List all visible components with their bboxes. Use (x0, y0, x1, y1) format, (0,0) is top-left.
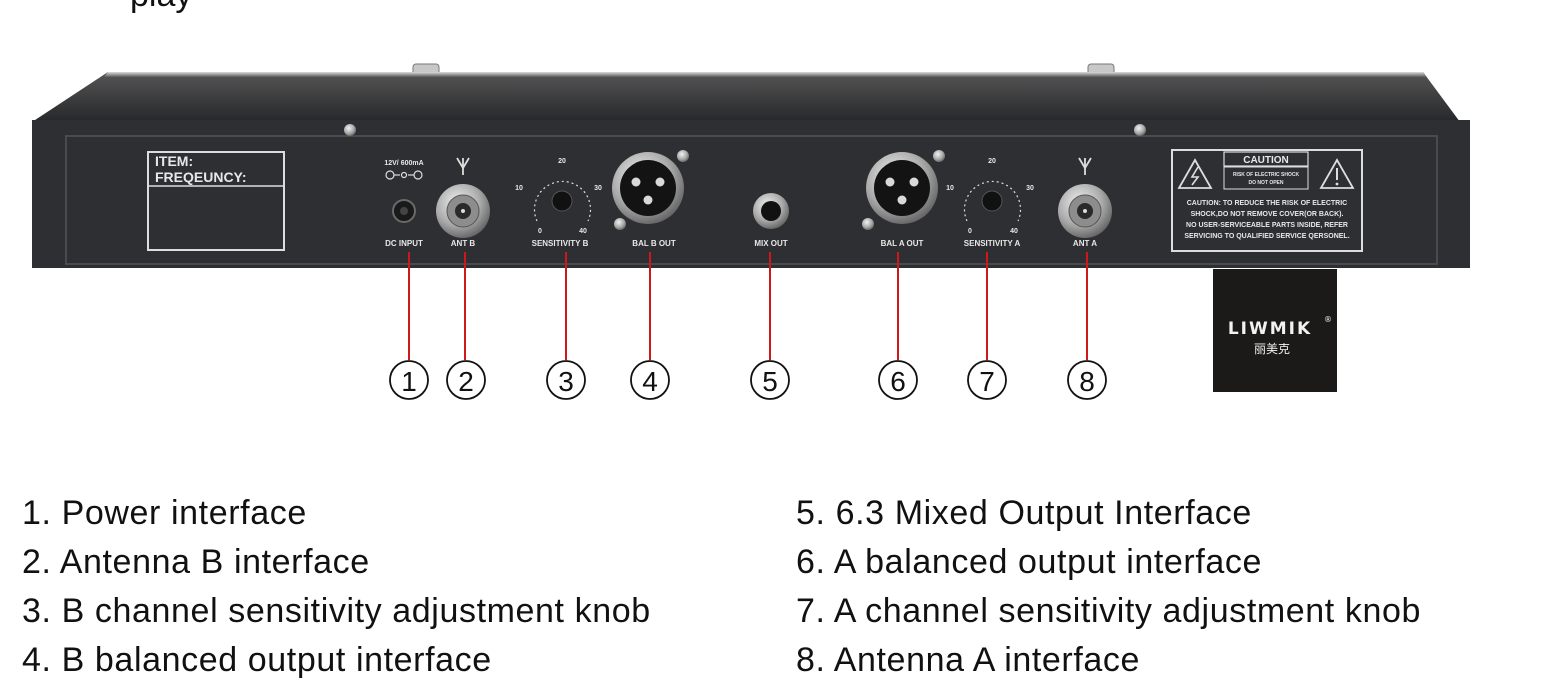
scale-label: 40 (1010, 228, 1018, 235)
legend-item: 3. B channel sensitivity adjustment knob (22, 592, 651, 630)
sensitivity-b-knob: 0 10 20 30 40 SENSITIVITY B (515, 158, 602, 248)
dc-rating-label: 12V/ 600mA (384, 160, 423, 167)
scale-label: 10 (946, 185, 954, 192)
polarity-icon (385, 170, 423, 180)
screw-icon (614, 218, 626, 230)
caution-line: CAUTION: TO REDUCE THE RISK OF ELECTRIC (1187, 200, 1347, 207)
legend-right-column: 5. 6.3 Mixed Output Interface 6. A balan… (796, 489, 1421, 685)
legend-item: 6. A balanced output interface (796, 543, 1263, 581)
scale-label: 10 (515, 185, 523, 192)
logo-wordmark: LIWMIK (1228, 319, 1312, 339)
callout-markers: ① 1 ② 2 ③ 3 ④ 4 ⑤ 5 ⑥ 6 ⑦ 7 ⑧ 8 (389, 360, 1107, 400)
scale-label: 30 (594, 185, 602, 192)
sensitivity-a-label: SENSITIVITY A (964, 239, 1021, 248)
ant-b-label: ANT B (451, 239, 476, 248)
dc-input-jack: 12V/ 600mA DC INPUT (384, 160, 423, 248)
sensitivity-a-knob: 0 10 20 30 40 SENSITIVITY A (946, 158, 1034, 248)
logo-chinese: 丽美克 (1254, 342, 1290, 356)
screw-icon (344, 124, 356, 136)
callout-marker-ring (967, 360, 1007, 400)
legend-item: 5. 6.3 Mixed Output Interface (796, 494, 1252, 532)
leader-lines (408, 252, 1088, 360)
chassis-lip (104, 72, 1426, 77)
callout-marker-ring (1067, 360, 1107, 400)
callout-marker-ring (546, 360, 586, 400)
scale-label: 30 (1026, 185, 1034, 192)
caution-label: CAUTION RISK OF ELECTRIC SHOCK DO NOT OP… (1171, 149, 1363, 252)
caption-fragment: play (130, 0, 192, 15)
legend-left-column: 1. Power interface 2. Antenna B interfac… (22, 489, 651, 685)
screw-icon (677, 150, 689, 162)
scale-label: 40 (579, 228, 587, 235)
mix-out-label: MIX OUT (754, 239, 787, 248)
svg-text:5: 5 (762, 366, 778, 397)
ant-a-label: ANT A (1073, 239, 1097, 248)
panel-border (65, 135, 1438, 265)
svg-text:4: 4 (642, 366, 658, 397)
caution-sub: DO NOT OPEN (1248, 180, 1283, 186)
bal-b-out-xlr: BAL B OUT (612, 150, 689, 248)
caution-line: SERVICING TO QUALIFIED SERVICE QERSONEL. (1184, 233, 1349, 240)
mix-out-jack: MIX OUT (753, 193, 789, 248)
svg-text:7: 7 (979, 366, 995, 397)
screw-icon (933, 150, 945, 162)
scale-label: 0 (968, 228, 972, 235)
callout-marker-ring (630, 360, 670, 400)
antenna-b-connector: ANT B (436, 157, 490, 248)
screw-icon (862, 218, 874, 230)
rear-panel (32, 120, 1470, 268)
bal-b-out-label: BAL B OUT (632, 239, 676, 248)
scale-label: 0 (538, 228, 542, 235)
scale-label: 20 (988, 158, 996, 165)
caution-sub: RISK OF ELECTRIC SHOCK (1233, 172, 1300, 178)
svg-text:3: 3 (558, 366, 574, 397)
bal-a-out-xlr: BAL A OUT (862, 150, 945, 248)
callout-marker-ring (878, 360, 918, 400)
shock-warning-icon (1177, 158, 1213, 189)
dc-input-label: DC INPUT (385, 239, 423, 248)
brand-logo: LIWMIK ® 丽美克 (1213, 269, 1337, 392)
antenna-icon (456, 157, 470, 175)
caution-line: SHOCK,DO NOT REMOVE COVER(OR BACK). (1191, 211, 1344, 218)
legend-item: 7. A channel sensitivity adjustment knob (796, 592, 1422, 630)
legend-item: 2. Antenna B interface (22, 543, 370, 581)
chassis (32, 63, 1470, 268)
exclamation-warning-icon (1319, 158, 1355, 189)
antenna-icon (1078, 157, 1092, 175)
item-label-box: ITEM: FREQEUNCY: (147, 151, 285, 251)
svg-text:1: 1 (401, 366, 417, 397)
frequency-label: FREQEUNCY: (155, 169, 247, 185)
callout-marker-ring (389, 360, 429, 400)
svg-text:6: 6 (890, 366, 906, 397)
legend-item: 1. Power interface (22, 494, 307, 532)
callout-marker-ring (750, 360, 790, 400)
caution-line: NO USER-SERVICEABLE PARTS INSIDE, REFER (1186, 222, 1348, 229)
chassis-top (32, 72, 1460, 122)
legend-item: 8. Antenna A interface (796, 641, 1141, 679)
screw-icon (1134, 124, 1146, 136)
scale-label: 20 (558, 158, 566, 165)
antenna-a-connector: ANT A (1058, 157, 1112, 248)
legend-item: 4. B balanced output interface (22, 641, 492, 679)
registered-mark: ® (1324, 315, 1332, 324)
caution-title: CAUTION (1243, 155, 1289, 166)
item-label: ITEM: (155, 153, 193, 169)
svg-text:8: 8 (1079, 366, 1095, 397)
sensitivity-b-label: SENSITIVITY B (532, 239, 589, 248)
bal-a-out-label: BAL A OUT (881, 239, 924, 248)
svg-text:2: 2 (458, 366, 474, 397)
callout-marker-ring (446, 360, 486, 400)
